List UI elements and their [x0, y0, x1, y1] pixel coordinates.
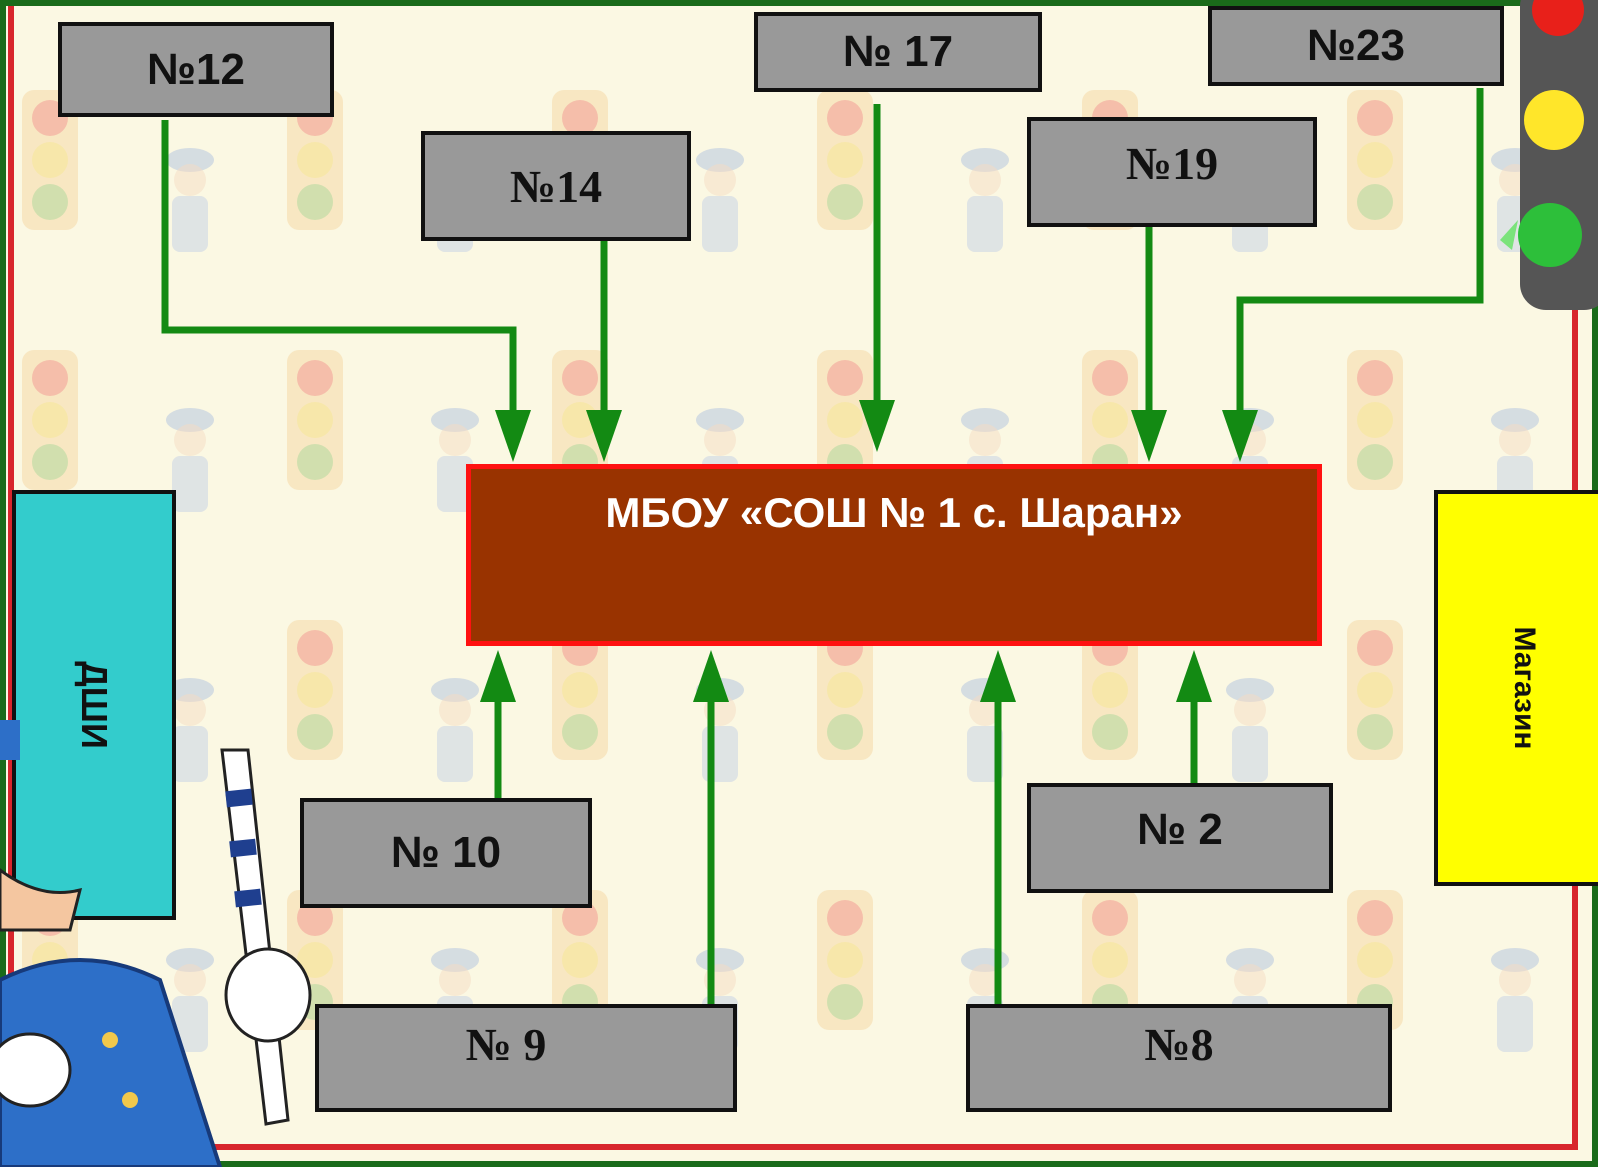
box-10: № 10 [300, 798, 592, 908]
arrowhead-2 [1176, 650, 1212, 702]
arrowhead-12 [495, 410, 531, 462]
dshi-block: ДШИ [12, 490, 176, 920]
box-19: №19 [1027, 117, 1317, 227]
school-block: МБОУ «СОШ № 1 с. Шаран» [466, 464, 1322, 646]
shop-label: Магазин [1508, 626, 1541, 750]
box-12: №12 [58, 22, 334, 117]
traffic-light-illustration [1500, 0, 1598, 310]
arrowhead-10 [480, 650, 516, 702]
shop-block: Магазин [1434, 490, 1598, 886]
arrow-from-12 [161, 120, 517, 420]
arrowhead-17 [859, 400, 895, 452]
arrowhead-19 [1131, 410, 1167, 462]
arrowhead-23 [1222, 410, 1258, 462]
school-name: МБОУ «СОШ № 1 с. Шаран» [605, 489, 1183, 536]
box-8: №8 [966, 1004, 1392, 1112]
box-9: № 9 [315, 1004, 737, 1112]
box-14: №14 [421, 131, 691, 241]
arrowhead-9 [693, 650, 729, 702]
box-17: № 17 [754, 12, 1042, 92]
box-2: № 2 [1027, 783, 1333, 893]
arrowhead-8 [980, 650, 1016, 702]
officer-illustration [0, 720, 312, 1167]
box-23: №23 [1208, 6, 1504, 86]
arrowhead-14 [586, 410, 622, 462]
arrow-from-23 [1236, 88, 1484, 420]
